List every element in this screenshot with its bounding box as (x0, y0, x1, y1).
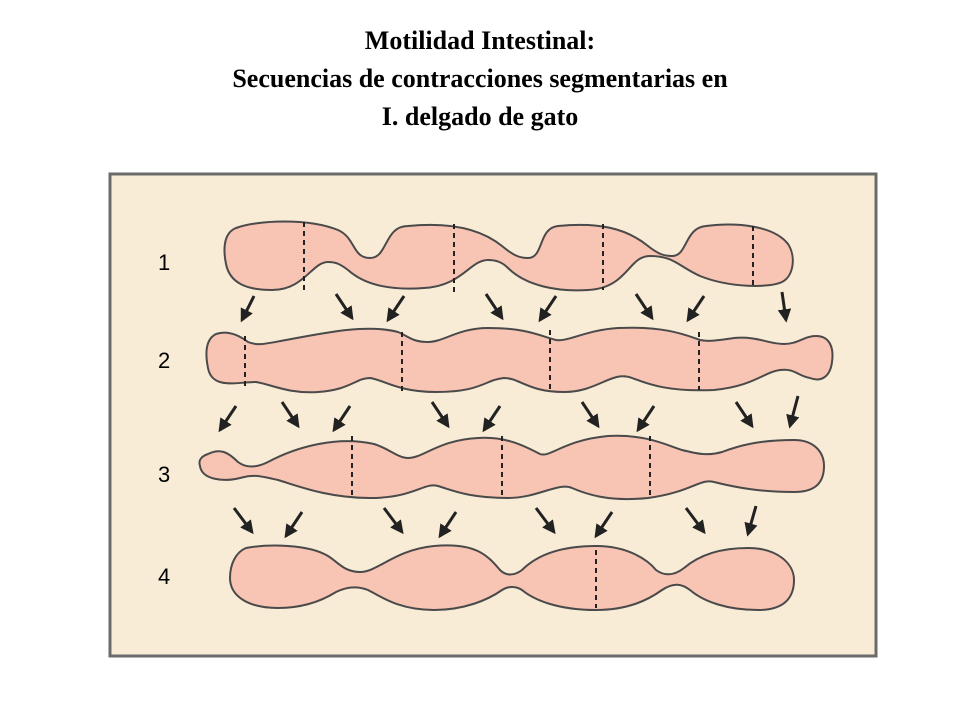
arrows-row-1-to-2 (240, 291, 792, 323)
row-label-2: 2 (158, 348, 170, 373)
intestine-row-2 (205, 326, 834, 394)
title-line-2: Secuencias de contracciones segmentarias… (232, 64, 728, 93)
slide-title: Motilidad Intestinal: Secuencias de cont… (0, 22, 960, 136)
row-label-1: 1 (158, 250, 170, 275)
title-line-3: I. delgado de gato (381, 102, 579, 131)
arrows-row-2-to-3 (218, 395, 800, 433)
intestine-row-3 (198, 434, 826, 501)
intestine-row-4 (228, 544, 796, 612)
arrows-row-3-to-4 (232, 505, 758, 539)
intestine-row-1 (223, 220, 794, 292)
row-label-4: 4 (158, 564, 170, 589)
title-line-1: Motilidad Intestinal: (364, 26, 596, 55)
segmentation-diagram: 1 2 3 4 (108, 172, 880, 660)
row-label-3: 3 (158, 462, 170, 487)
